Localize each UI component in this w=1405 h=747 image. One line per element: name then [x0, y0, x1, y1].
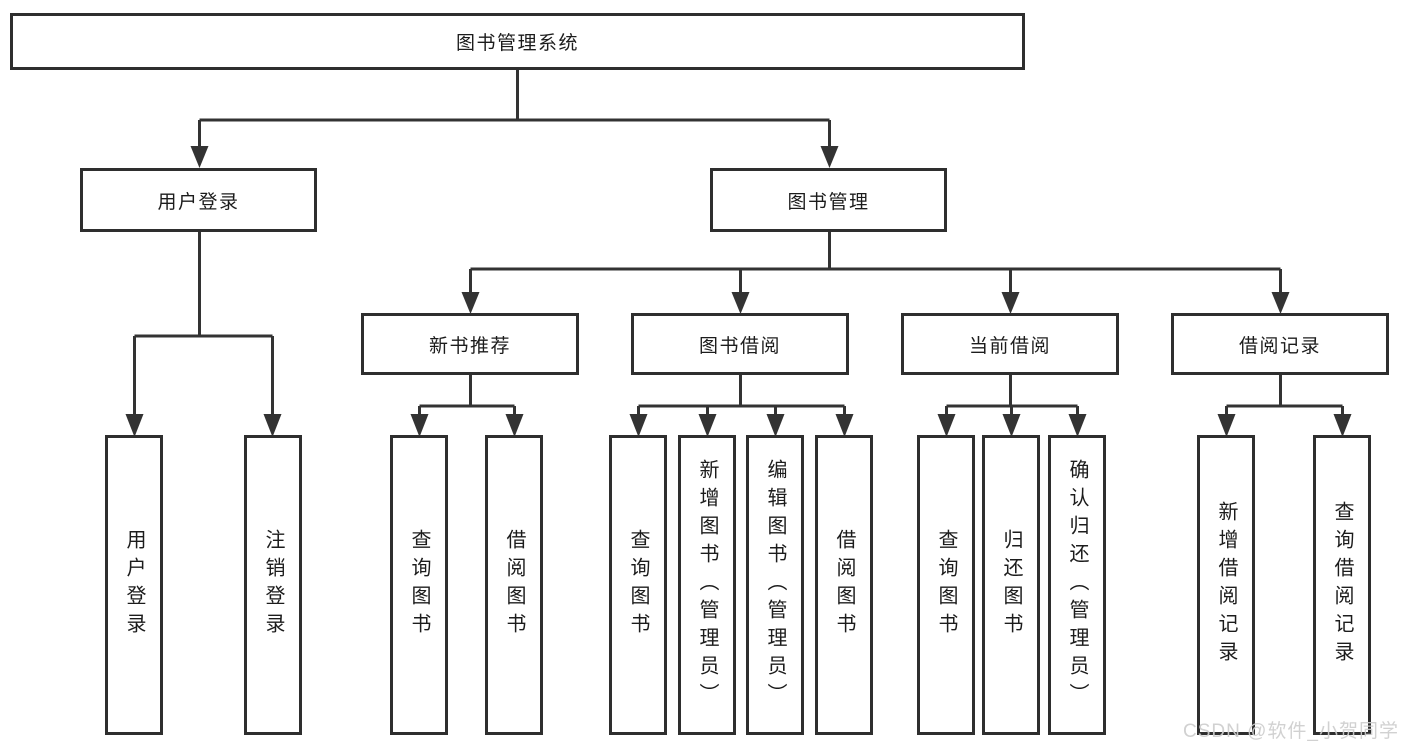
connector-user-login-leaves: [133, 232, 274, 416]
leaf-label: 查询图书: [935, 529, 957, 641]
leaf-current-query-books: 查询图书: [917, 435, 975, 735]
leaf-current-return-books: 归还图书: [982, 435, 1040, 735]
leaf-recommend-query-books: 查询图书: [390, 435, 448, 735]
leaf-borrowing-query-books: 查询图书: [609, 435, 667, 735]
leaf-current-confirm-return-admin: 确认归还（管理员）: [1048, 435, 1106, 735]
leaf-label: 编辑图书（管理员）: [764, 459, 786, 711]
leaf-label: 借阅图书: [503, 529, 525, 641]
leaf-user-login: 用户登录: [105, 435, 163, 735]
leaf-label: 用户登录: [123, 529, 145, 641]
node-user-login: 用户登录: [80, 168, 317, 232]
connector-records-leaves: [1225, 375, 1344, 416]
leaf-label: 新增图书（管理员）: [696, 459, 718, 711]
leaf-logout: 注销登录: [244, 435, 302, 735]
connector-current-leaves: [945, 375, 1079, 416]
connector-recommend-leaves: [418, 375, 516, 416]
leaf-label: 借阅图书: [833, 529, 855, 641]
leaf-borrowing-borrow-books: 借阅图书: [815, 435, 873, 735]
leaf-recommend-borrow-books: 借阅图书: [485, 435, 543, 735]
connector-borrowing-leaves: [637, 375, 846, 416]
node-book-management: 图书管理: [710, 168, 947, 232]
node-borrowing-records: 借阅记录: [1171, 313, 1389, 375]
node-current-borrowing: 当前借阅: [901, 313, 1119, 375]
connector-root-to-level2: [198, 70, 831, 148]
leaf-label: 新增借阅记录: [1215, 501, 1237, 669]
leaf-label: 注销登录: [262, 529, 284, 641]
leaf-label: 查询图书: [627, 529, 649, 641]
leaf-label: 查询图书: [408, 529, 430, 641]
leaf-label: 查询借阅记录: [1331, 501, 1353, 669]
leaf-records-query-record: 查询借阅记录: [1313, 435, 1371, 735]
leaf-label: 确认归还（管理员）: [1066, 459, 1088, 711]
leaf-label: 归还图书: [1000, 529, 1022, 641]
csdn-watermark: CSDN @软件_小贺同学: [1183, 721, 1399, 742]
node-new-book-recommend: 新书推荐: [361, 313, 579, 375]
connector-book-management-sections: [469, 232, 1282, 294]
leaf-records-add-record: 新增借阅记录: [1197, 435, 1255, 735]
leaf-borrowing-edit-books-admin: 编辑图书（管理员）: [746, 435, 804, 735]
node-root: 图书管理系统: [10, 13, 1025, 70]
leaf-borrowing-add-books-admin: 新增图书（管理员）: [678, 435, 736, 735]
node-book-borrowing: 图书借阅: [631, 313, 849, 375]
